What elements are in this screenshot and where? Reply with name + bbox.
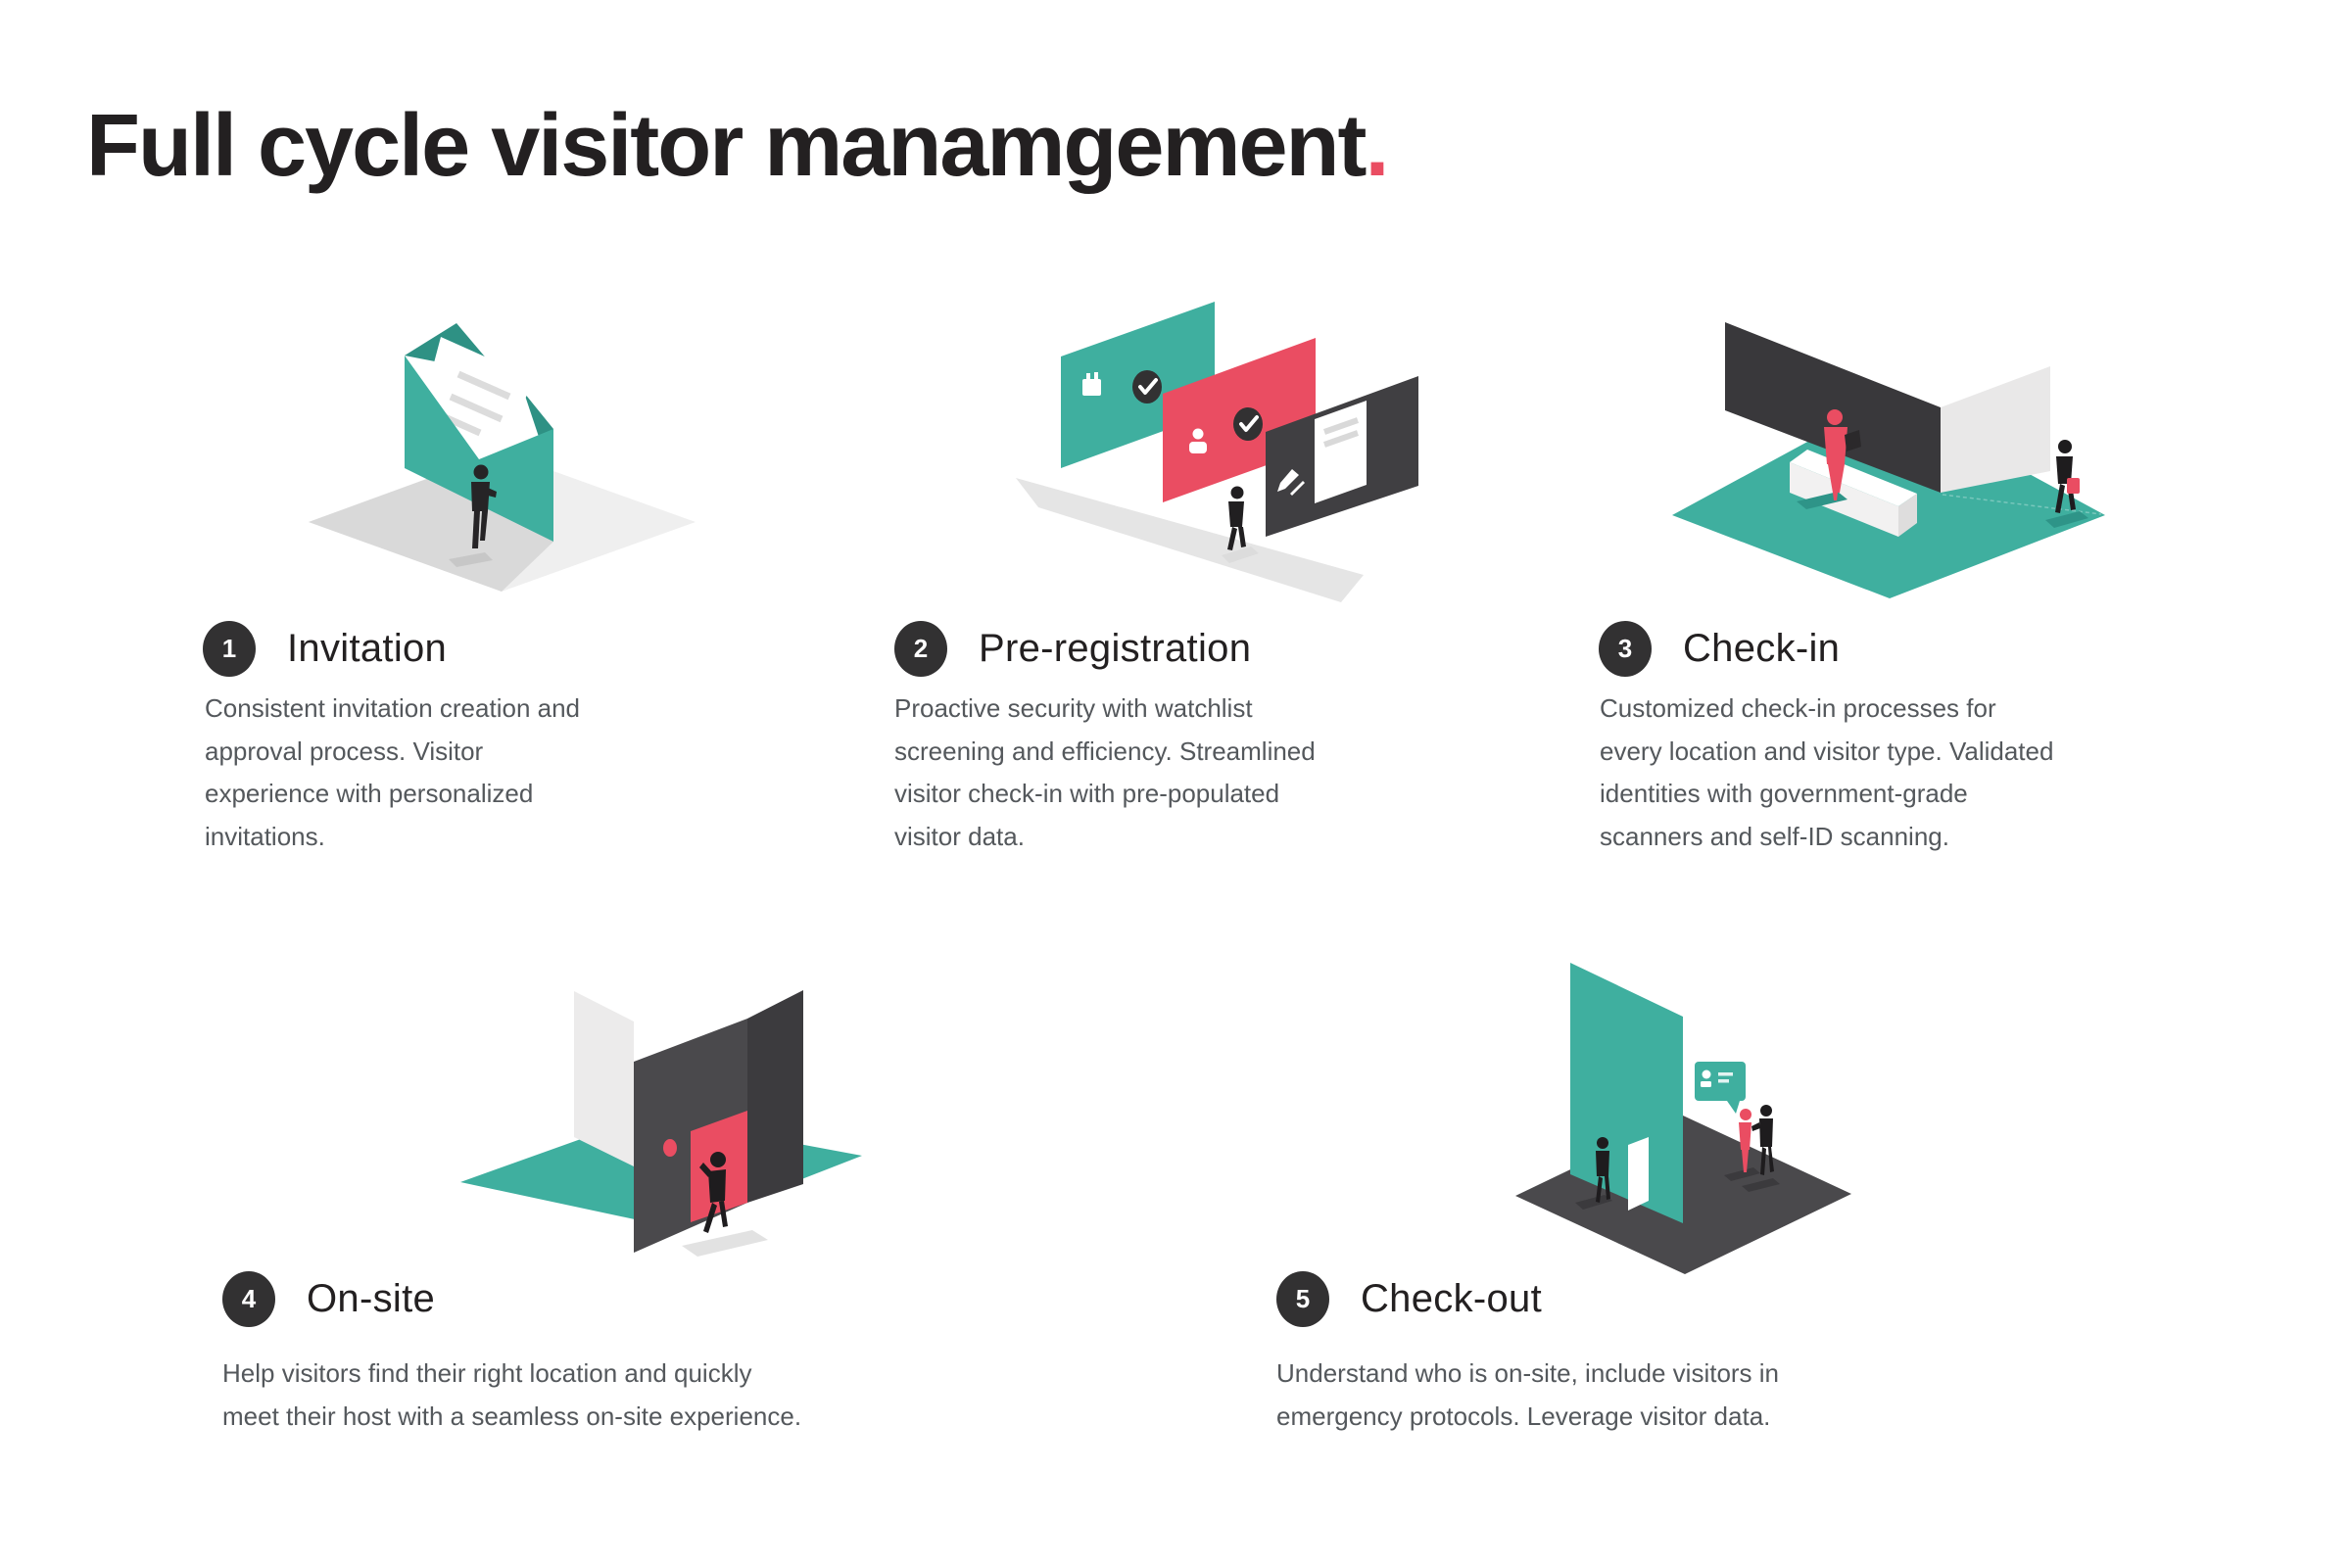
check-icon xyxy=(1233,407,1263,441)
shadow xyxy=(1742,1178,1780,1192)
step-number-badge: 2 xyxy=(894,621,947,677)
page-title: Full cycle visitor manamgement. xyxy=(86,102,1389,190)
receptionist-figure xyxy=(1824,409,1861,500)
door-icon xyxy=(1628,1137,1649,1211)
shadow xyxy=(1222,546,1259,563)
on-site-illustration xyxy=(431,936,1019,1318)
step-description: Consistent invitation creation and appro… xyxy=(205,693,581,851)
user-icon xyxy=(1189,428,1207,453)
person-figure xyxy=(1596,1137,1610,1203)
step-title: Invitation xyxy=(287,627,448,670)
step-number-badge: 1 xyxy=(203,621,256,677)
tablet-icon xyxy=(1845,430,1861,451)
step-description: Proactive security with watchlist screen… xyxy=(894,693,1316,851)
shadow xyxy=(1724,1167,1760,1181)
dark-wall xyxy=(1725,322,1941,493)
shadow xyxy=(1575,1195,1612,1210)
step-title: On-site xyxy=(307,1277,436,1320)
shadow xyxy=(682,1230,768,1257)
step-number-badge: 3 xyxy=(1599,621,1652,677)
dark-floor xyxy=(1515,1116,1851,1274)
step-header-invitation: 1 Invitation xyxy=(203,621,447,677)
page-title-text: Full cycle visitor manamgement xyxy=(86,97,1367,195)
document-icon xyxy=(1315,401,1367,503)
light-wall xyxy=(574,991,634,1166)
dark-panel xyxy=(1266,376,1418,537)
person-figure xyxy=(471,464,497,548)
calendar-icon xyxy=(1082,372,1101,396)
visitor-figure xyxy=(2055,440,2080,513)
host-figure xyxy=(1739,1109,1751,1172)
person-figure xyxy=(699,1152,728,1233)
visitor-figure xyxy=(1751,1105,1774,1175)
dark-wall-right xyxy=(747,990,803,1203)
check-out-illustration xyxy=(1489,887,2135,1318)
speech-bubble-icon xyxy=(1695,1062,1746,1114)
step-description: Understand who is on-site, include visit… xyxy=(1276,1358,1780,1431)
floor-seam xyxy=(1942,494,2102,515)
step-number-badge: 5 xyxy=(1276,1271,1329,1327)
step-header-pre-registration: 2 Pre-registration xyxy=(894,621,1251,677)
pre-registration-illustration xyxy=(1004,285,1464,618)
step-header-check-out: 5 Check-out xyxy=(1276,1271,1542,1327)
door-sign-dot xyxy=(663,1139,677,1157)
id-card-icon xyxy=(1701,1069,1711,1087)
check-in-illustration xyxy=(1655,290,2204,613)
invitation-illustration xyxy=(206,182,754,603)
check-icon xyxy=(1132,370,1162,404)
teal-panel xyxy=(1061,302,1215,468)
shadow xyxy=(2045,511,2088,528)
walkway-floor xyxy=(1016,478,1364,602)
light-wall xyxy=(1941,366,2050,493)
shadow xyxy=(449,552,493,567)
step-header-on-site: 4 On-site xyxy=(222,1271,435,1327)
pencil-icon xyxy=(1277,469,1305,496)
envelope-icon xyxy=(405,323,553,542)
step-header-check-in: 3 Check-in xyxy=(1599,621,1840,677)
step-description: Help visitors find their right location … xyxy=(222,1358,802,1431)
briefcase-icon xyxy=(2067,478,2080,494)
step-title: Check-out xyxy=(1361,1277,1543,1320)
step-title: Check-in xyxy=(1683,627,1841,670)
step-description: Customized check-in processes for every … xyxy=(1600,693,2054,851)
page-title-period: . xyxy=(1365,97,1389,195)
step-title: Pre-registration xyxy=(979,627,1252,670)
step-number-badge: 4 xyxy=(222,1271,275,1327)
person-figure xyxy=(1227,486,1246,550)
